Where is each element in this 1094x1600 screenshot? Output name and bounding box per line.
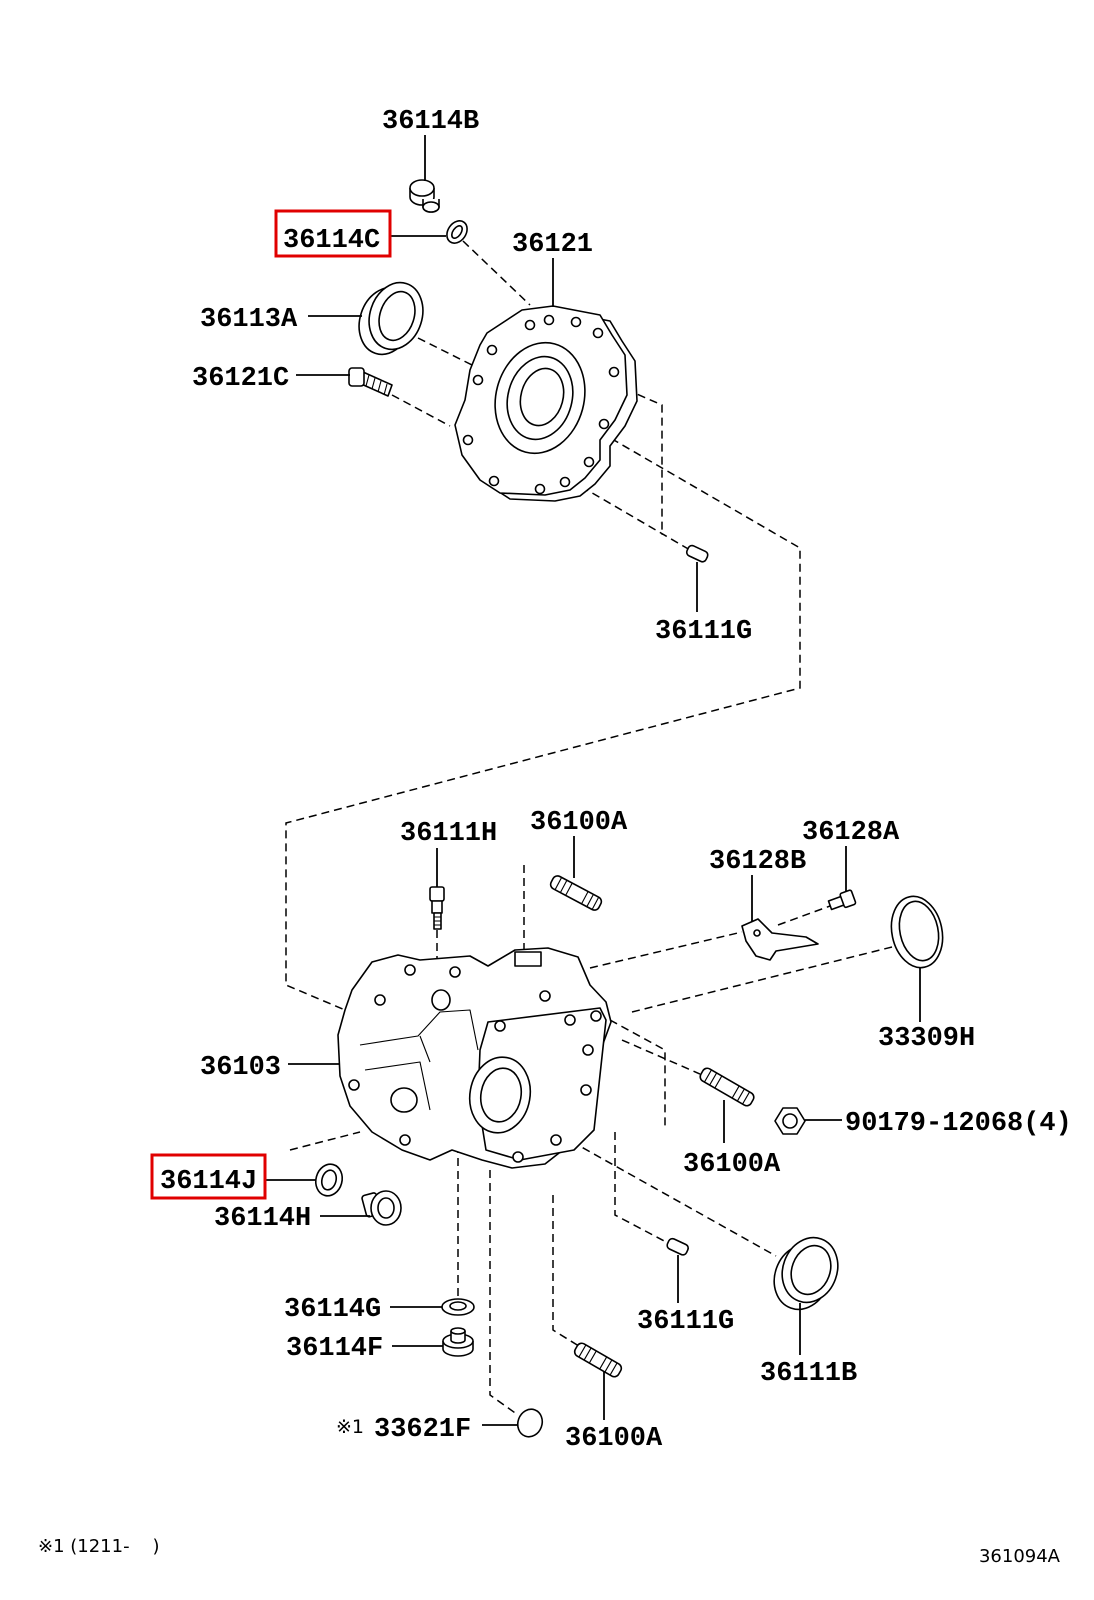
bolt-36128A xyxy=(827,889,857,911)
dash-stud-36100A-bottom xyxy=(552,1195,583,1349)
dash-bolt-36121C xyxy=(391,394,451,427)
transfer-case-housing-36103 xyxy=(337,947,612,1169)
callout-label-36128B[interactable]: 36128B xyxy=(709,847,806,877)
callout-label-90179-12068[interactable]: 90179-12068(4) xyxy=(845,1109,1072,1139)
bracket-36128B xyxy=(741,918,819,961)
dash-face-right xyxy=(609,1019,666,1130)
oil-seal-36111B xyxy=(773,1236,839,1311)
callout-label-36114C[interactable]: 36114C xyxy=(283,226,380,256)
dash-bolt-36128A xyxy=(777,905,831,926)
leader-lines xyxy=(265,135,921,1426)
callout-label-36111G-top[interactable]: 36111G xyxy=(655,617,752,647)
nut-90179-12068 xyxy=(774,1107,806,1135)
dowel-pin-36111G-bottom xyxy=(666,1237,689,1256)
callout-label-36100A-bottom[interactable]: 36100A xyxy=(565,1424,663,1454)
callout-label-36111B[interactable]: 36111B xyxy=(760,1359,857,1389)
plug-36114B xyxy=(409,179,440,213)
callout-note-33621F: ※1 xyxy=(336,1416,364,1438)
callout-label-36100A-mid[interactable]: 36100A xyxy=(683,1150,781,1180)
washer-36114C xyxy=(446,220,468,244)
callout-label-36111G-bottom[interactable]: 36111G xyxy=(637,1307,734,1337)
callout-label-36100A-top[interactable]: 36100A xyxy=(530,808,628,838)
callout-label-36114H[interactable]: 36114H xyxy=(214,1204,311,1234)
extension-housing-36121 xyxy=(454,305,638,502)
ring-33309H xyxy=(890,895,944,969)
callout-label-36128A[interactable]: 36128A xyxy=(802,818,900,848)
callout-label-36114G[interactable]: 36114G xyxy=(284,1295,381,1325)
breather-plug-36111H xyxy=(429,886,445,930)
plug-36114F xyxy=(442,1327,474,1357)
callout-label-36103[interactable]: 36103 xyxy=(200,1053,281,1083)
callout-label-36114J[interactable]: 36114J xyxy=(160,1167,257,1197)
dash-seal-36113A xyxy=(417,337,479,369)
cap-33621F xyxy=(516,1408,544,1438)
callout-label-33621F[interactable]: 33621F xyxy=(374,1415,471,1445)
dash-stud-36100A-mid xyxy=(621,1039,701,1075)
callout-label-36114F[interactable]: 36114F xyxy=(286,1334,383,1364)
footnote: ※1 (1211- ) xyxy=(38,1536,160,1557)
dash-washer-36114C xyxy=(462,240,531,306)
diagram-id: 361094A xyxy=(979,1546,1061,1567)
dash-pin-36111G-bottom xyxy=(614,1132,669,1244)
callout-label-33309H[interactable]: 33309H xyxy=(878,1024,975,1054)
oil-seal-36113A xyxy=(358,281,424,356)
bolt-36121C xyxy=(348,367,393,397)
callout-labels: 36114B 36114C 36121 36113A 36121C 36111G… xyxy=(160,107,1072,1454)
plug-36114H xyxy=(361,1190,402,1226)
stud-36100A-top xyxy=(549,875,603,911)
washer-36114J xyxy=(314,1163,344,1197)
dash-ring-33309H xyxy=(631,945,897,1013)
callout-label-36111H[interactable]: 36111H xyxy=(400,819,497,849)
dash-seal-36111B xyxy=(559,1134,777,1257)
dash-cap-33621F xyxy=(489,1170,519,1416)
dowel-pin-36111G-top xyxy=(685,544,709,563)
callout-label-36121C[interactable]: 36121C xyxy=(192,364,289,394)
dash-pin-36111G-top xyxy=(569,479,691,551)
stud-36100A-bottom xyxy=(573,1342,623,1378)
callout-label-36114B[interactable]: 36114B xyxy=(382,107,479,137)
highlight-box-36114C xyxy=(274,209,392,258)
highlight-box-36114J xyxy=(150,1153,267,1200)
callout-label-36113A[interactable]: 36113A xyxy=(200,305,298,335)
stud-36100A-mid xyxy=(699,1067,755,1107)
washer-36114G xyxy=(441,1298,475,1316)
callout-label-36121[interactable]: 36121 xyxy=(512,230,593,260)
dash-bracket-36128B xyxy=(589,931,743,969)
